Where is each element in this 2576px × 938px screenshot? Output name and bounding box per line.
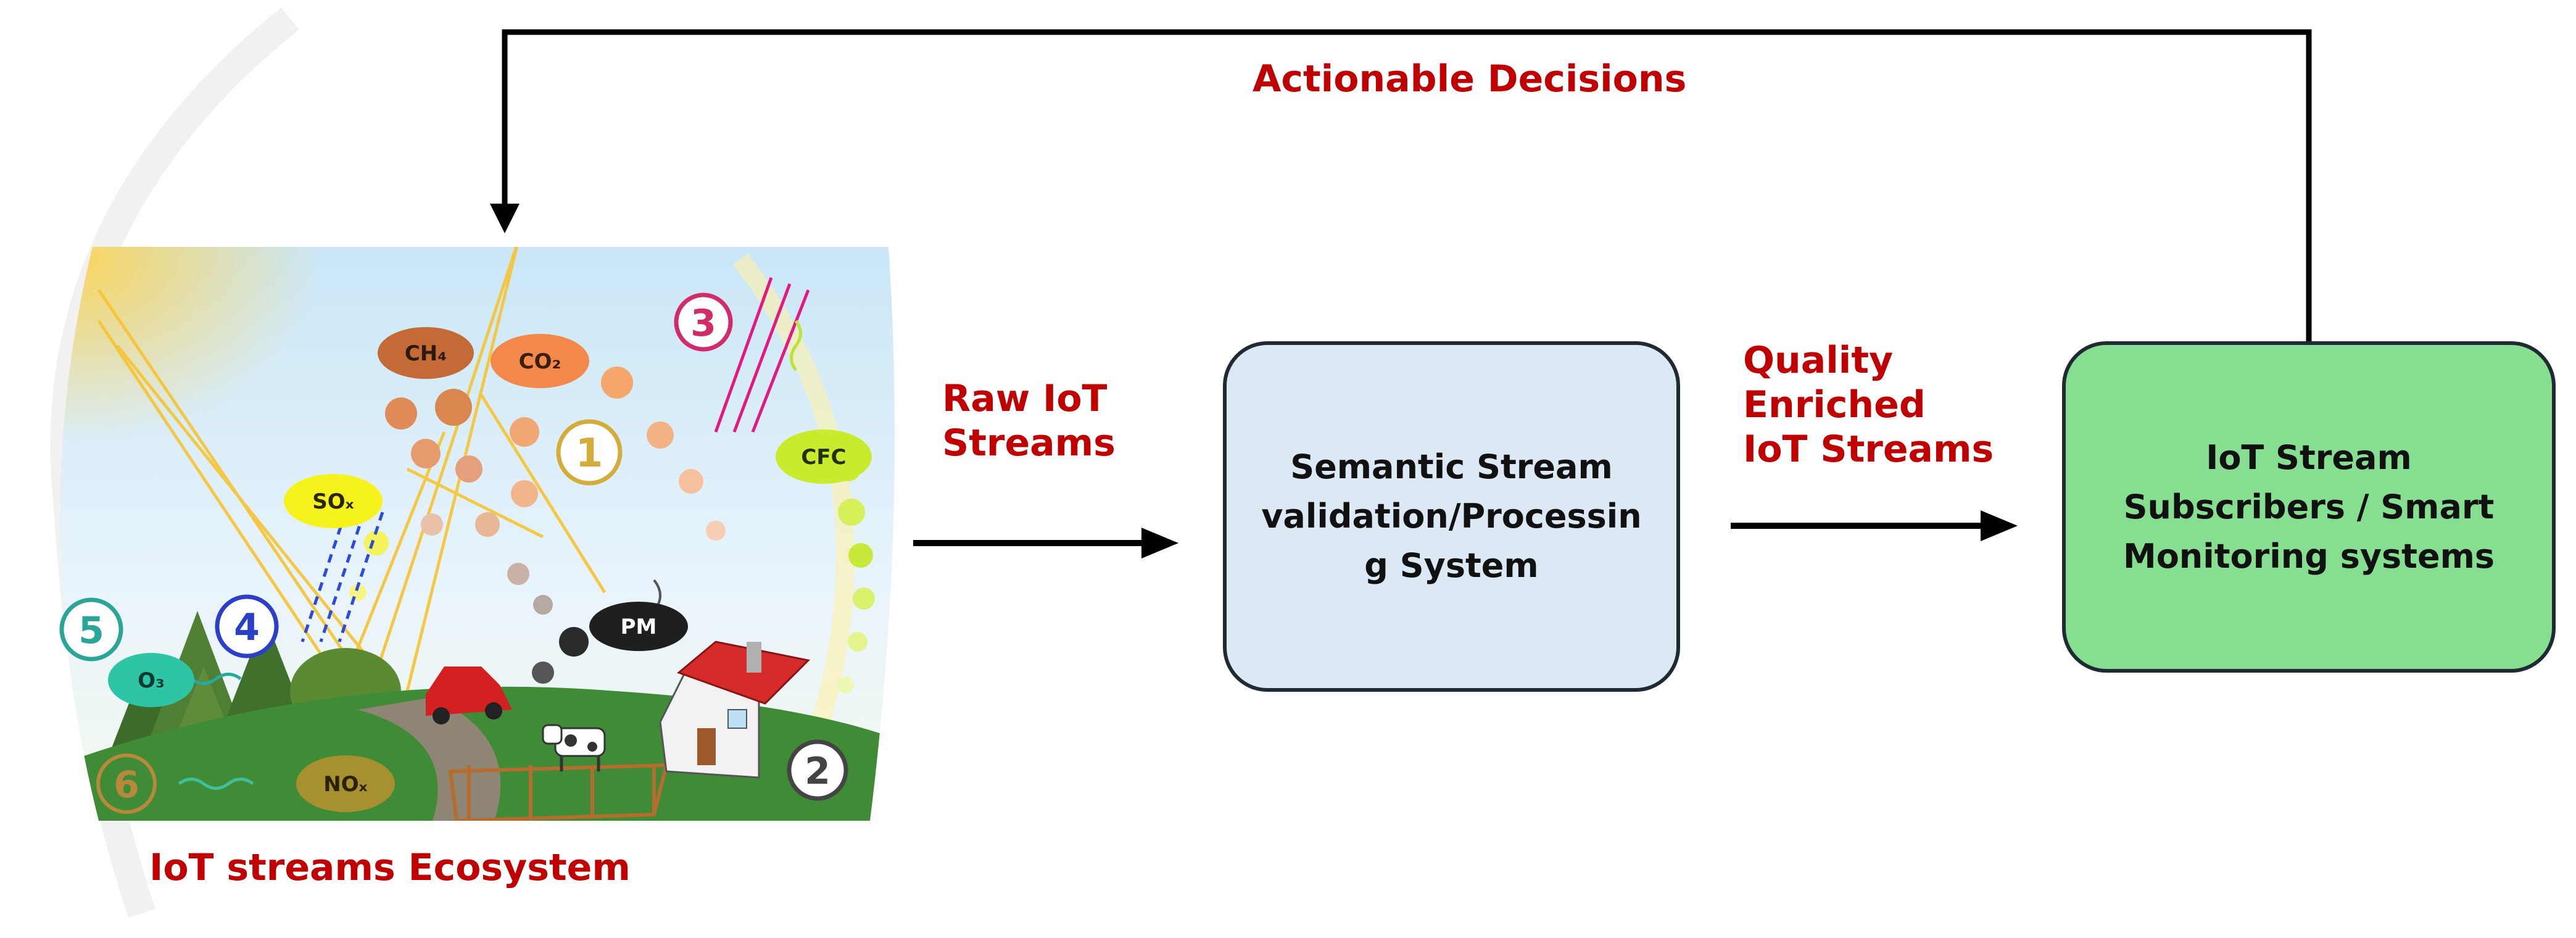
gas-pm: PM bbox=[589, 602, 688, 651]
marker-5: 5 bbox=[59, 597, 123, 662]
svg-text:5: 5 bbox=[78, 609, 104, 652]
svg-text:CO₂: CO₂ bbox=[519, 349, 561, 374]
svg-text:1: 1 bbox=[576, 431, 603, 476]
gas-nox: NOₓ bbox=[296, 755, 395, 812]
svg-text:O₃: O₃ bbox=[138, 668, 165, 693]
sun-rays bbox=[97, 247, 607, 692]
gas-co2: CO₂ bbox=[491, 334, 589, 388]
svg-text:CH₄: CH₄ bbox=[405, 341, 447, 366]
marker-2: 2 bbox=[787, 739, 848, 801]
acid-rain bbox=[300, 512, 384, 642]
label-raw-iot-streams: Raw IoT Streams bbox=[942, 377, 1116, 465]
marker-6: 6 bbox=[96, 753, 157, 814]
rainbow-arc bbox=[733, 253, 855, 781]
gas-ch4: CH₄ bbox=[378, 327, 474, 379]
gas-sox: SOₓ bbox=[284, 474, 383, 528]
marker-4: 4 bbox=[215, 594, 279, 658]
subscribers-label: IoT Stream Subscribers / Smart Monitorin… bbox=[2123, 438, 2495, 576]
svg-text:SOₓ: SOₓ bbox=[312, 489, 354, 514]
svg-text:2: 2 bbox=[805, 750, 830, 793]
svg-text:NOₓ: NOₓ bbox=[323, 772, 367, 797]
svg-text:6: 6 bbox=[114, 763, 139, 807]
svg-text:CFC: CFC bbox=[801, 445, 846, 470]
semantic-processing-label: Semantic Stream validation/Processin g S… bbox=[1261, 447, 1642, 585]
marker-3: 3 bbox=[674, 293, 733, 352]
subscribers-box: IoT Stream Subscribers / Smart Monitorin… bbox=[2062, 341, 2556, 673]
ecosystem-illustration bbox=[60, 247, 895, 821]
car bbox=[426, 666, 512, 724]
road bbox=[358, 697, 501, 821]
arrow-raw-streams bbox=[913, 528, 1178, 558]
cow bbox=[542, 724, 606, 771]
semantic-processing-box: Semantic Stream validation/Processin g S… bbox=[1223, 341, 1680, 692]
svg-text:PM: PM bbox=[621, 615, 657, 639]
marker-1: 1 bbox=[556, 419, 623, 486]
gas-cfc: CFC bbox=[776, 430, 872, 484]
house bbox=[659, 641, 811, 779]
gas-o3: O₃ bbox=[108, 653, 194, 707]
pollution-particles bbox=[349, 367, 875, 723]
arrow-quality-streams bbox=[1731, 510, 2018, 541]
label-quality-enriched-streams: Quality Enriched IoT Streams bbox=[1743, 339, 1994, 471]
fence bbox=[448, 763, 669, 821]
svg-text:3: 3 bbox=[690, 302, 716, 345]
sun-glow bbox=[60, 247, 518, 611]
emission-wave-cfc bbox=[790, 320, 802, 371]
label-actionable-decisions: Actionable Decisions bbox=[1253, 57, 1687, 101]
uv-rays bbox=[714, 277, 810, 433]
svg-text:4: 4 bbox=[234, 606, 260, 649]
feedback-arrow bbox=[490, 29, 2312, 342]
label-iot-streams-ecosystem: IoT streams Ecosystem bbox=[149, 846, 631, 889]
emission-wave-bottom bbox=[178, 778, 254, 790]
